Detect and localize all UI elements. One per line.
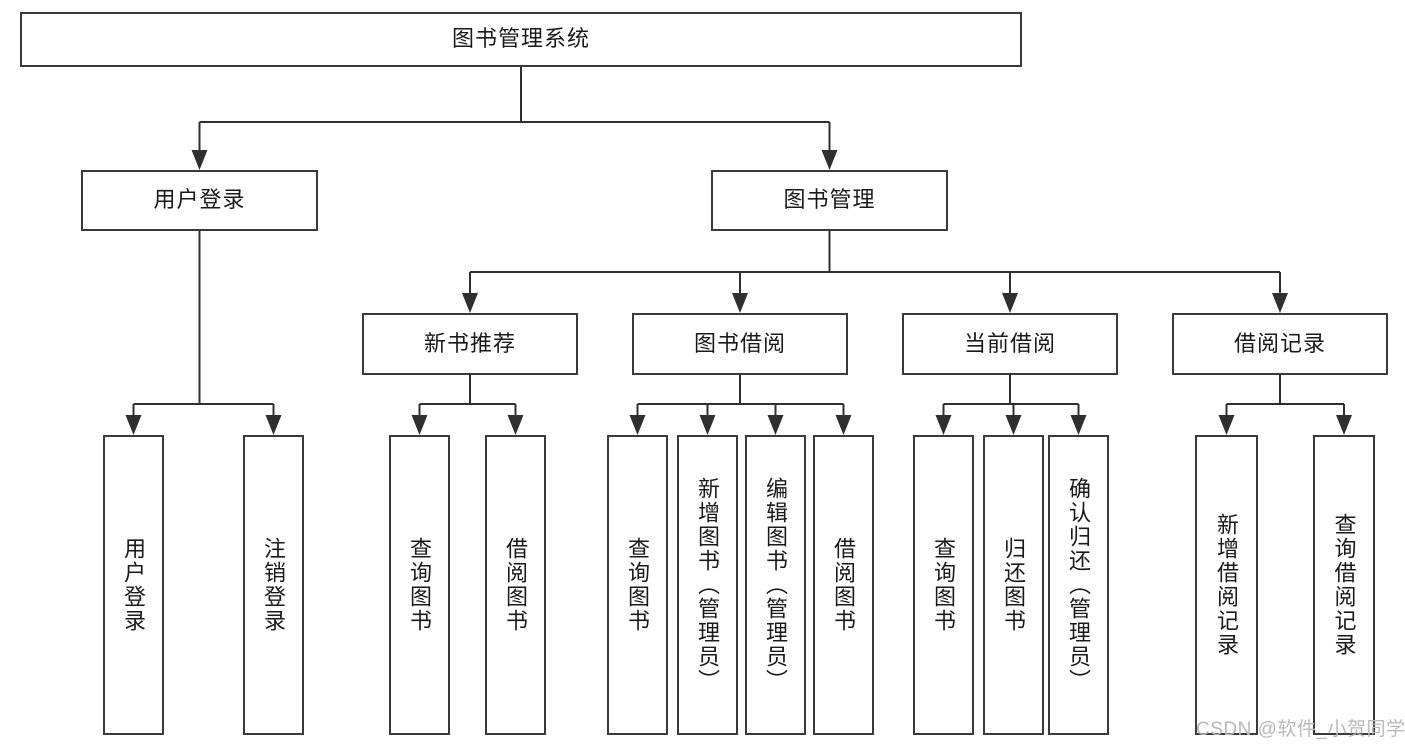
node-label: 借阅图书 (831, 537, 857, 633)
connector-arrowhead (821, 150, 838, 170)
connector-arrowhead (1070, 415, 1087, 435)
connector-arrowhead (1218, 415, 1235, 435)
node-label: 归还图书 (1001, 537, 1027, 633)
node-label: 查询图书 (407, 537, 433, 633)
node-root[interactable]: 图书管理系统 (20, 12, 1022, 67)
node-borrow[interactable]: 图书借阅 (632, 313, 848, 375)
node-label: 新增借阅记录 (1214, 513, 1240, 657)
node-label: 新书推荐 (423, 330, 516, 356)
node-label: 当前借阅 (963, 330, 1056, 356)
node-label: 确认归还（管理员） (1066, 477, 1092, 693)
node-label: 用户登录 (153, 187, 246, 213)
node-label: 图书借阅 (693, 330, 786, 356)
connector-arrowhead (1336, 415, 1352, 435)
node-label: 图书管理系统 (451, 26, 590, 52)
node-label: 编辑图书（管理员） (763, 477, 789, 693)
node-leaf-bw-add[interactable]: 新增图书（管理员） (677, 435, 738, 735)
connector-arrowhead (699, 415, 716, 435)
node-leaf-bw-edit[interactable]: 编辑图书（管理员） (745, 435, 806, 735)
node-leaf-logout[interactable]: 注销登录 (243, 435, 304, 735)
connector-arrowhead (507, 415, 524, 435)
connector-arrowhead (935, 415, 952, 435)
node-label: 借阅图书 (503, 537, 529, 633)
node-leaf-bw-query[interactable]: 查询图书 (607, 435, 668, 735)
node-leaf-rc-query[interactable]: 查询借阅记录 (1313, 435, 1375, 735)
node-leaf-cb-return[interactable]: 归还图书 (983, 435, 1044, 735)
node-login[interactable]: 用户登录 (81, 170, 318, 231)
node-leaf-nb-borrow[interactable]: 借阅图书 (485, 435, 546, 735)
node-label: 用户登录 (121, 537, 147, 633)
connector-arrowhead (1272, 293, 1288, 313)
node-label: 图书管理 (783, 187, 876, 213)
connector-arrowhead (125, 415, 142, 435)
connector-arrowhead (1002, 293, 1018, 313)
node-label: 新增图书（管理员） (695, 477, 721, 693)
connector-arrowhead (411, 415, 428, 435)
node-leaf-nb-query[interactable]: 查询图书 (389, 435, 450, 735)
node-label: 查询图书 (931, 537, 957, 633)
node-leaf-login[interactable]: 用户登录 (103, 435, 164, 735)
node-newbook[interactable]: 新书推荐 (362, 313, 578, 375)
connector-arrowhead (629, 415, 646, 435)
connector-arrowhead (732, 293, 748, 313)
node-label: 查询借阅记录 (1331, 513, 1357, 657)
connector-arrowhead (767, 415, 784, 435)
connector-arrowhead (462, 293, 478, 313)
csdn-watermark: CSDN @软件_小贺同学 (1196, 719, 1405, 740)
node-label: 查询图书 (625, 537, 651, 633)
node-current[interactable]: 当前借阅 (902, 313, 1118, 375)
node-label: 借阅记录 (1233, 330, 1326, 356)
node-leaf-cb-confirm[interactable]: 确认归还（管理员） (1048, 435, 1109, 735)
node-leaf-rc-add[interactable]: 新增借阅记录 (1195, 435, 1258, 735)
node-label: 注销登录 (261, 537, 287, 633)
connector-arrowhead (835, 415, 852, 435)
node-records[interactable]: 借阅记录 (1172, 313, 1388, 375)
node-bookmgmt[interactable]: 图书管理 (711, 170, 948, 231)
node-leaf-cb-query[interactable]: 查询图书 (913, 435, 974, 735)
connector-arrowhead (1005, 415, 1022, 435)
node-leaf-bw-borrow[interactable]: 借阅图书 (813, 435, 874, 735)
connector-arrowhead (265, 415, 282, 435)
connector-arrowhead (191, 150, 208, 170)
